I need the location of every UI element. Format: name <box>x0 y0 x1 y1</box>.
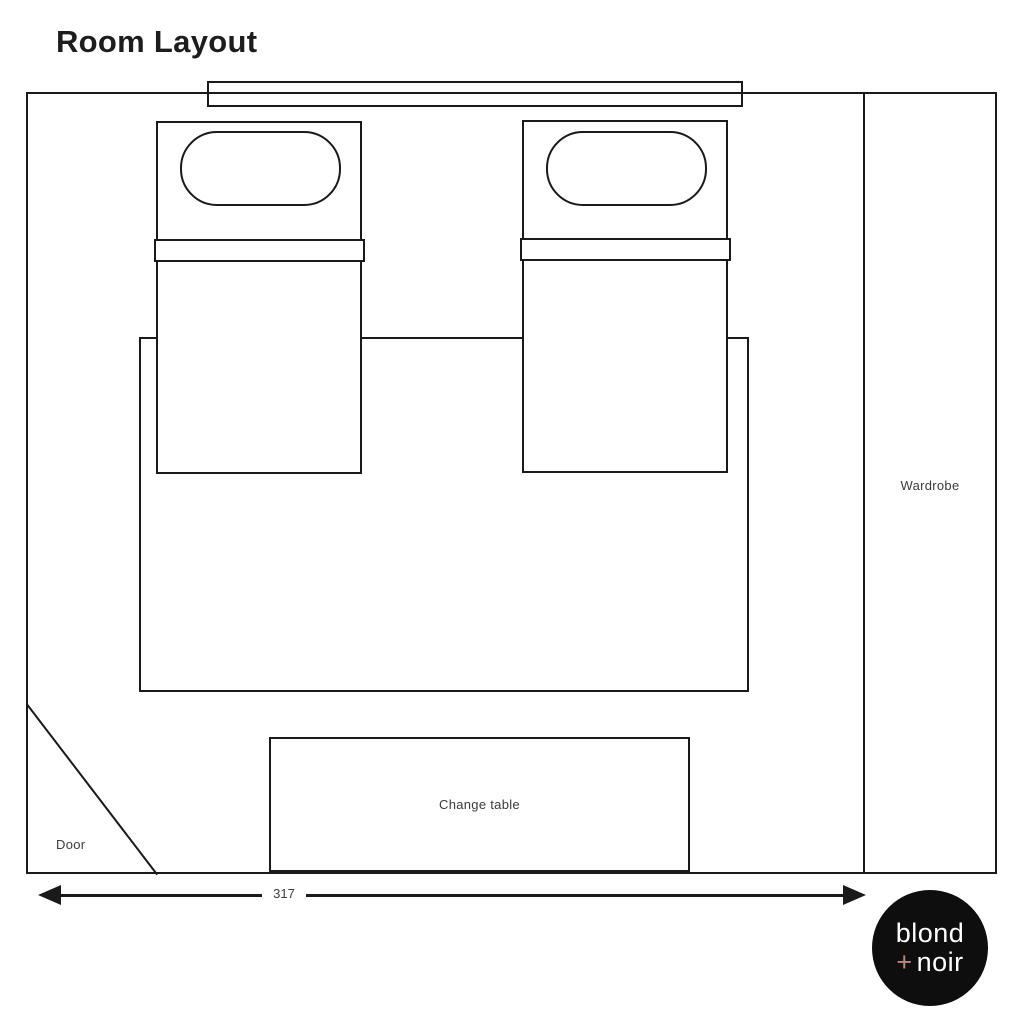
dimension-value: 317 <box>273 886 295 901</box>
window <box>207 81 743 107</box>
wardrobe: Wardrobe <box>863 92 997 874</box>
logo-word-noir: noir <box>916 947 964 977</box>
wardrobe-label: Wardrobe <box>900 478 960 493</box>
page-title: Room Layout <box>56 24 258 59</box>
logo-plus: + <box>896 947 913 977</box>
brand-logo: blond +noir <box>872 890 988 1006</box>
change-table: Change table <box>269 737 690 872</box>
cot-left-blanket-band <box>154 239 365 262</box>
dimension-line-segment <box>58 893 262 897</box>
cot-right-pillow <box>546 131 707 206</box>
cot-right-blanket-band <box>520 238 731 261</box>
change-table-label: Change table <box>439 797 520 812</box>
logo-word-blond: blond <box>895 918 965 948</box>
dimension-arrowhead-right-icon <box>843 885 866 905</box>
door-label: Door <box>56 837 86 852</box>
dimension-line-segment <box>306 893 848 897</box>
dimension-line: 317 <box>38 885 866 905</box>
rug <box>139 337 749 692</box>
dimension-arrowhead-left-icon <box>38 885 61 905</box>
logo-line-2: +noir <box>896 948 963 977</box>
cot-left-pillow <box>180 131 341 206</box>
